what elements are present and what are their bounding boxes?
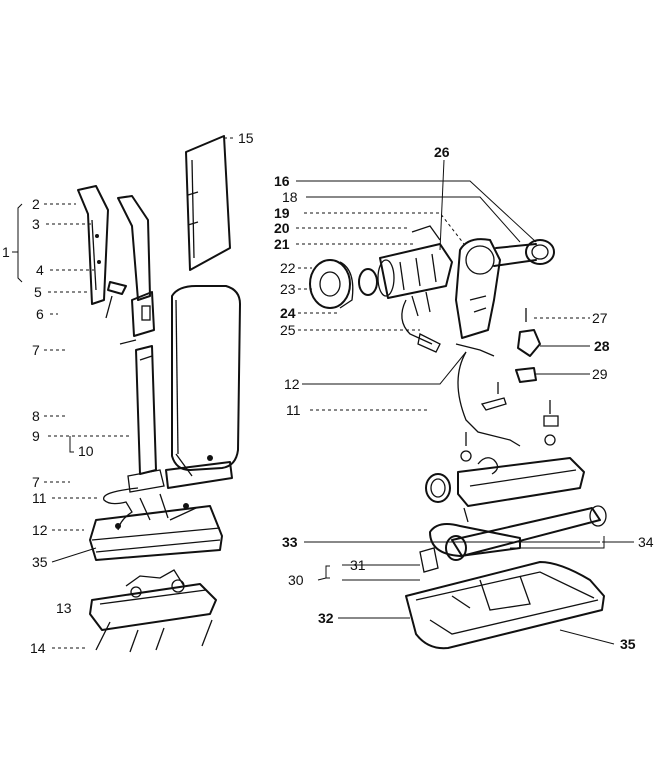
- label-30: 30: [288, 572, 304, 588]
- part-labels: 15 2 3 1 4 5 6 7 8 9 10 7 11 12 35 13 14…: [2, 130, 654, 656]
- part-handle-grip: [77, 185, 109, 305]
- label-12-right: 12: [284, 376, 300, 392]
- label-25: 25: [280, 322, 296, 338]
- label-27: 27: [592, 310, 608, 326]
- label-33: 33: [282, 534, 298, 550]
- label-23: 23: [280, 281, 296, 297]
- label-11-left: 11: [32, 490, 47, 506]
- part-bottom-plate: [89, 569, 217, 631]
- label-7-lower: 7: [32, 474, 40, 490]
- part-base-pan: [405, 561, 605, 650]
- label-3: 3: [32, 216, 40, 232]
- label-20: 20: [274, 220, 290, 236]
- label-24: 24: [280, 305, 296, 321]
- label-9: 9: [32, 428, 40, 444]
- part-motor: [377, 225, 453, 317]
- part-nozzle-frame: [425, 457, 585, 523]
- part-screws: [95, 619, 213, 653]
- label-12-left: 12: [32, 522, 48, 538]
- leader-lines: [12, 137, 634, 649]
- label-15: 15: [238, 130, 254, 146]
- label-26: 26: [434, 144, 450, 160]
- part-fan-cover: [309, 259, 378, 309]
- part-motor-housing: [455, 238, 555, 339]
- label-6: 6: [36, 306, 44, 322]
- label-29: 29: [592, 366, 608, 382]
- part-upper-handle: [117, 195, 155, 345]
- label-18: 18: [282, 189, 298, 205]
- part-bag-cover: [165, 285, 241, 489]
- label-22: 22: [280, 260, 296, 276]
- label-2: 2: [32, 196, 40, 212]
- label-8: 8: [32, 408, 40, 424]
- part-base-housing: [89, 493, 223, 561]
- label-21: 21: [274, 236, 290, 252]
- part-switch: [515, 308, 541, 383]
- label-35-right: 35: [620, 636, 636, 652]
- label-31: 31: [350, 557, 366, 573]
- label-28: 28: [594, 338, 610, 354]
- part-clip: [105, 281, 127, 319]
- label-34: 34: [638, 534, 654, 550]
- label-1: 1: [2, 244, 10, 260]
- label-10: 10: [78, 443, 94, 459]
- label-13: 13: [56, 600, 72, 616]
- label-19: 19: [274, 205, 290, 221]
- part-agitator: [419, 505, 607, 573]
- label-32: 32: [318, 610, 334, 626]
- label-14: 14: [30, 640, 46, 656]
- part-bag: [185, 135, 231, 271]
- label-16: 16: [274, 173, 290, 189]
- label-35-left: 35: [32, 554, 48, 570]
- part-lower-tube: [127, 345, 165, 493]
- part-wiring: [401, 299, 521, 447]
- label-7-upper: 7: [32, 342, 40, 358]
- label-11-right: 11: [286, 402, 301, 418]
- label-5: 5: [34, 284, 42, 300]
- label-4: 4: [36, 262, 44, 278]
- part-middle-fasteners: [460, 382, 559, 462]
